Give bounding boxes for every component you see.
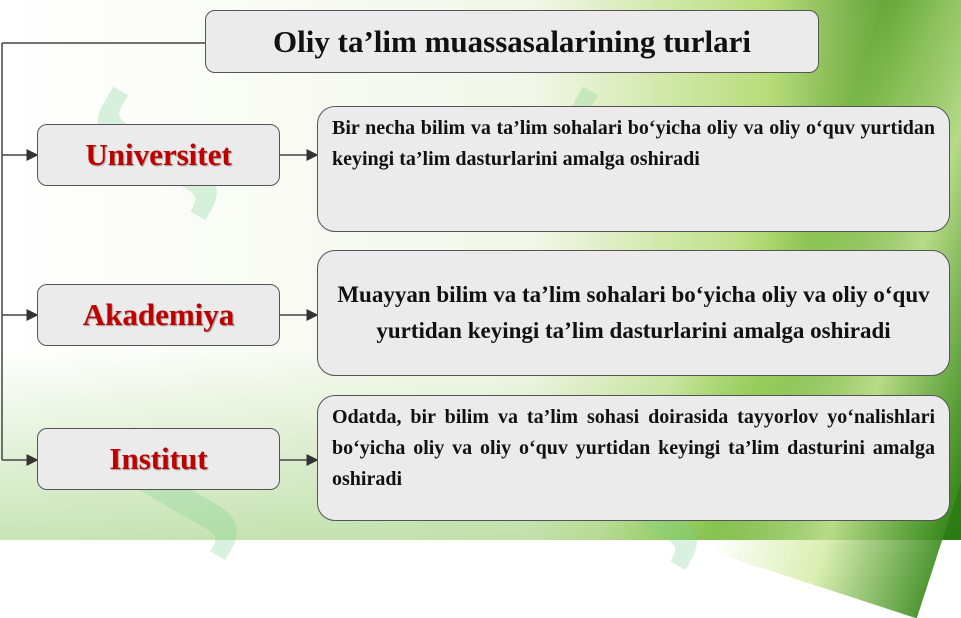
type-universitet: Universitet bbox=[37, 124, 280, 186]
description-akademiya-text: Muayyan bilim va ta’lim sohalari bo‘yich… bbox=[337, 282, 930, 343]
description-institut: Odatda, bir bilim va ta’lim sohasi doira… bbox=[317, 395, 950, 521]
description-universitet: Bir necha bilim va ta’lim sohalari bo‘yi… bbox=[317, 106, 950, 232]
description-akademiya: Muayyan bilim va ta’lim sohalari bo‘yich… bbox=[317, 250, 950, 376]
diagram-title: Oliy ta’lim muassasalarining turlari bbox=[205, 10, 819, 73]
type-institut: Institut bbox=[37, 428, 280, 490]
type-akademiya: Akademiya bbox=[37, 284, 280, 346]
